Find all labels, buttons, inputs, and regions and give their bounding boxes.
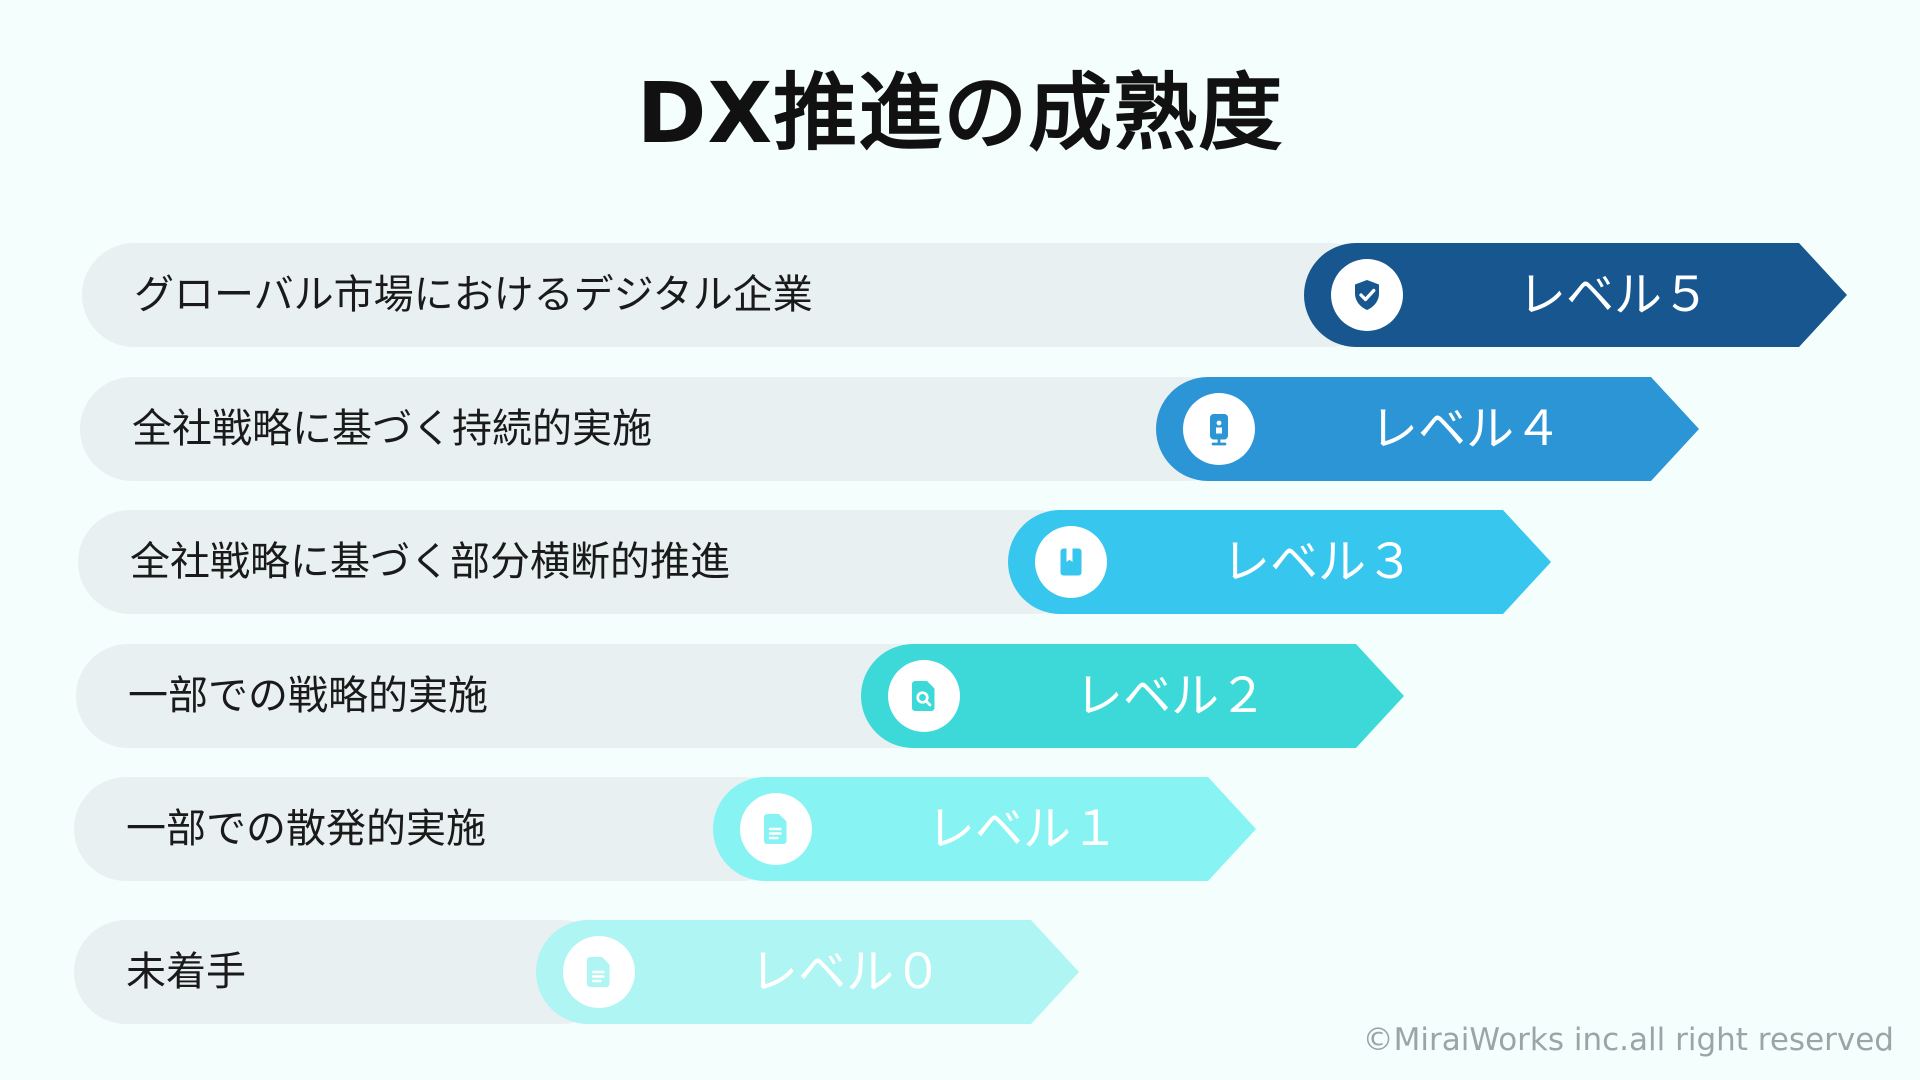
icon-circle bbox=[888, 660, 960, 732]
icon-circle bbox=[1183, 393, 1255, 465]
level-description: 一部での戦略的実施 bbox=[128, 673, 488, 719]
document-icon bbox=[587, 957, 610, 987]
level-badge-0: レベル０ bbox=[536, 920, 1079, 1024]
level-row-3: 全社戦略に基づく部分横断的推進 レベル３ bbox=[78, 510, 1553, 614]
row-background bbox=[82, 243, 1382, 347]
level-description: 全社戦略に基づく部分横断的推進 bbox=[130, 539, 730, 585]
icon-circle bbox=[1331, 259, 1403, 331]
mobile-device-icon bbox=[1210, 414, 1228, 446]
level-badge-4: レベル４ bbox=[1156, 377, 1699, 481]
row-background bbox=[78, 510, 1088, 614]
level-description: 一部での散発的実施 bbox=[126, 806, 486, 852]
level-label: レベル１ bbox=[926, 801, 1119, 857]
document-search-icon bbox=[912, 681, 935, 711]
row-background bbox=[74, 777, 794, 881]
level-badge-1: レベル１ bbox=[713, 777, 1256, 881]
level-label: レベル４ bbox=[1369, 401, 1562, 457]
level-description: 全社戦略に基づく持続的実施 bbox=[132, 406, 652, 452]
icon-circle bbox=[1035, 526, 1107, 598]
page-title: DX推進の成熟度 bbox=[636, 64, 1284, 162]
level-description: グローバル市場におけるデジタル企業 bbox=[134, 272, 813, 318]
level-description: 未着手 bbox=[126, 949, 246, 995]
level-row-0: 未着手 レベル０ bbox=[74, 920, 1079, 1024]
row-background bbox=[80, 377, 1240, 481]
shield-check-icon bbox=[1355, 280, 1379, 310]
level-row-2: 一部での戦略的実施 レベル２ bbox=[76, 644, 1404, 748]
icon-circle bbox=[740, 793, 812, 865]
book-icon bbox=[1060, 548, 1082, 576]
level-row-4: 全社戦略に基づく持続的実施 レベル４ bbox=[80, 377, 1700, 481]
level-label: レベル３ bbox=[1221, 534, 1414, 590]
copyright-notice: ©MiraiWorks inc.all right reserved bbox=[1362, 1022, 1894, 1058]
document-icon bbox=[764, 814, 787, 844]
row-background bbox=[74, 920, 614, 1024]
icon-circle bbox=[563, 936, 635, 1008]
level-label: レベル０ bbox=[749, 944, 942, 1000]
level-badge-3: レベル３ bbox=[1008, 510, 1551, 614]
level-badge-5: レベル５ bbox=[1304, 243, 1847, 347]
level-label: レベル２ bbox=[1074, 668, 1267, 724]
level-label: レベル５ bbox=[1517, 267, 1710, 323]
level-row-5: グローバル市場におけるデジタル企業 レベル５ bbox=[82, 243, 1847, 347]
level-row-1: 一部での散発的実施 レベル１ bbox=[74, 777, 1256, 881]
row-background bbox=[76, 644, 946, 748]
level-badge-2: レベル２ bbox=[861, 644, 1404, 748]
